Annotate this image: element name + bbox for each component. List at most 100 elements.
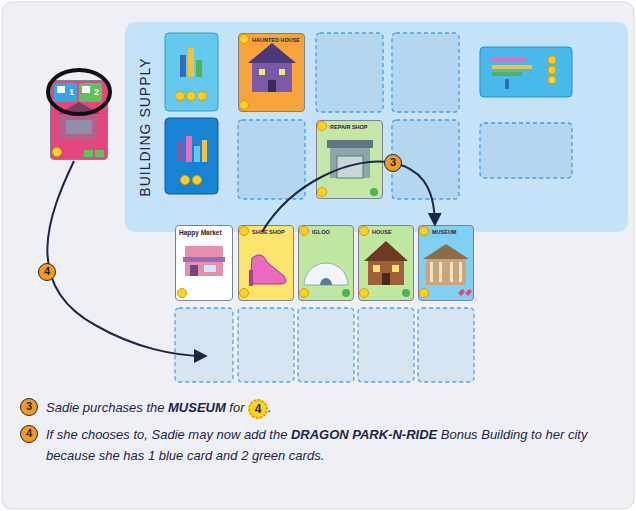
callout-number: 4 (20, 425, 38, 443)
cost-coin (240, 101, 249, 110)
caption-text: If she chooses to, Sadie may now add the (46, 427, 287, 442)
building-card: HOUSE (358, 225, 414, 301)
museum-art (450, 262, 453, 282)
bonus-card: 12 (50, 80, 108, 160)
dragon-card-art (82, 86, 90, 93)
shoe-shop-art (249, 270, 253, 286)
icon-count: 2 (79, 83, 102, 102)
card-name: IGLOO (312, 229, 352, 235)
cost-coin (178, 289, 187, 298)
cost-coin (318, 188, 327, 197)
cost-coin (300, 289, 309, 298)
house-art (364, 241, 408, 261)
empty-slot (316, 33, 383, 112)
cost-coin (360, 289, 369, 298)
repair-shop-art (337, 156, 363, 178)
haunted-house-art (268, 80, 276, 92)
dragon-card-art (57, 86, 65, 93)
museum-art (426, 258, 466, 285)
city-slot (358, 308, 414, 382)
deck-card (186, 136, 192, 162)
caption-emphasis: MUSEUM (168, 400, 226, 415)
haunted-house-art (279, 69, 285, 75)
building-card: SHOE SHOP (238, 225, 294, 301)
cost-coin (240, 227, 249, 236)
cost-coin (318, 122, 327, 131)
cost-coin (300, 227, 309, 236)
leader-arrow (47, 161, 205, 356)
haunted-house-art (259, 69, 265, 75)
deck-card (165, 118, 218, 194)
callout-number: 3 (20, 398, 38, 416)
deck-card (181, 176, 190, 185)
dragon-card-art (57, 86, 104, 157)
bonus-card (480, 47, 572, 97)
city-slot (238, 308, 294, 382)
shoe-shop-art (250, 255, 286, 284)
deck-card (193, 176, 202, 185)
card-name: MUSEUM (432, 229, 472, 235)
igloo-art (304, 263, 350, 297)
card-name: SHOE SHOP (252, 229, 292, 235)
deck-card (165, 33, 218, 111)
empty-slot (392, 33, 459, 112)
building-card: REPAIR SHOP (316, 120, 383, 199)
deck-card (180, 55, 186, 77)
bonus-card (492, 72, 522, 76)
caption-text: Sadie purchases the (46, 400, 165, 415)
house-art (364, 241, 410, 297)
haunted-house-art (248, 43, 296, 92)
dragon-card-art (60, 112, 98, 140)
empty-slot (392, 120, 459, 199)
building-card: IGLOO (298, 225, 354, 301)
cost-coin (240, 35, 249, 44)
museum-art (423, 244, 472, 296)
city-slot (418, 308, 474, 382)
dragon-card-art (95, 150, 104, 157)
icon-count: 1 (54, 83, 77, 102)
callout-number: 4 (38, 263, 56, 281)
bonus-card (480, 47, 572, 97)
museum-art (430, 262, 433, 282)
repair-shop-art (327, 140, 373, 148)
haunted-house-art (248, 43, 296, 63)
card-name: REPAIR SHOP (330, 124, 381, 130)
empty-slot (238, 120, 305, 199)
dragon-card-art (66, 120, 92, 134)
happy-market-art (190, 265, 198, 276)
repair-shop-art (370, 188, 378, 196)
deck-card (176, 92, 185, 101)
empty-slot (480, 123, 572, 178)
card-name: HOUSE (372, 229, 412, 235)
supply-panel: BUILDING SUPPLY HAUNTED HOUSE REPAIR SHOP (125, 22, 628, 232)
happy-market-art (204, 265, 216, 272)
coin-cost: 4 (248, 399, 268, 419)
connector-arrow (262, 162, 435, 232)
caption-line: 3Sadie purchases theMUSEUMfor4. (20, 397, 610, 419)
bonus-card (548, 76, 556, 84)
card-name: HAUNTED HOUSE (252, 37, 303, 43)
panel-title: BUILDING SUPPLY (137, 27, 153, 227)
igloo-art (320, 278, 332, 285)
cost-coin (360, 227, 369, 236)
happy-market-art (183, 257, 225, 262)
happy-market-art (185, 246, 223, 276)
caption-line: 4 If she chooses to, Sadie may now add th… (20, 424, 610, 466)
caption-emphasis: DRAGON PARK-N-RIDE (291, 427, 437, 442)
haunted-house-art (252, 62, 292, 92)
museum-art (439, 262, 442, 282)
bonus-card (505, 79, 509, 89)
repair-shop-art (327, 140, 378, 196)
museum-art (459, 262, 462, 282)
bonus-card (548, 56, 556, 64)
deck-card (165, 118, 218, 194)
cost-coin (240, 289, 249, 298)
caption-text: for (229, 400, 244, 415)
cost-coin (53, 148, 62, 157)
deck-card (178, 142, 184, 162)
cost-coin (53, 35, 429, 298)
house-art (373, 265, 380, 272)
